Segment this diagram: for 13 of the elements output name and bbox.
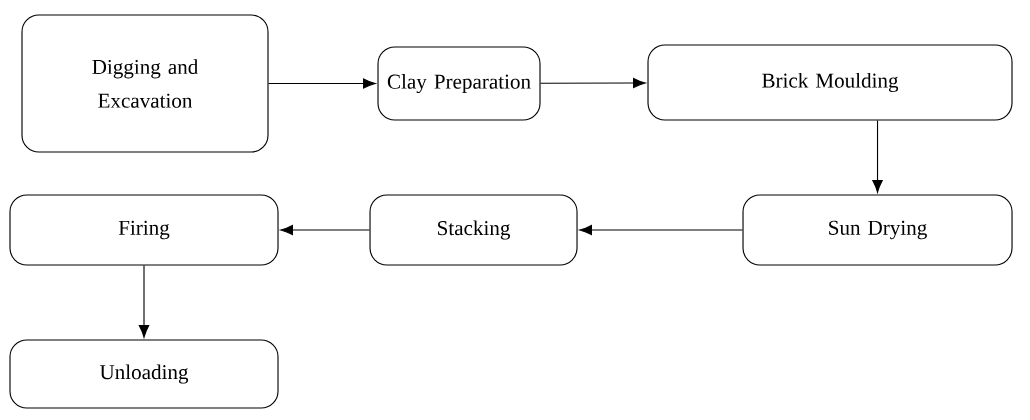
arrow [138,265,150,338]
arrow [268,78,376,89]
process-box: Digging and Excavation [21,14,269,153]
process-box: Firing [9,194,279,266]
process-box: Clay Preparation [377,46,541,121]
process-box: Unloading [9,339,279,409]
arrow [280,224,371,236]
process-box: Stacking [369,194,578,266]
process-box: Sun Drying [742,194,1013,266]
arrow [872,120,883,193]
arrow [540,77,646,89]
arrow [579,224,743,236]
process-box: Brick Moulding [647,44,1013,121]
